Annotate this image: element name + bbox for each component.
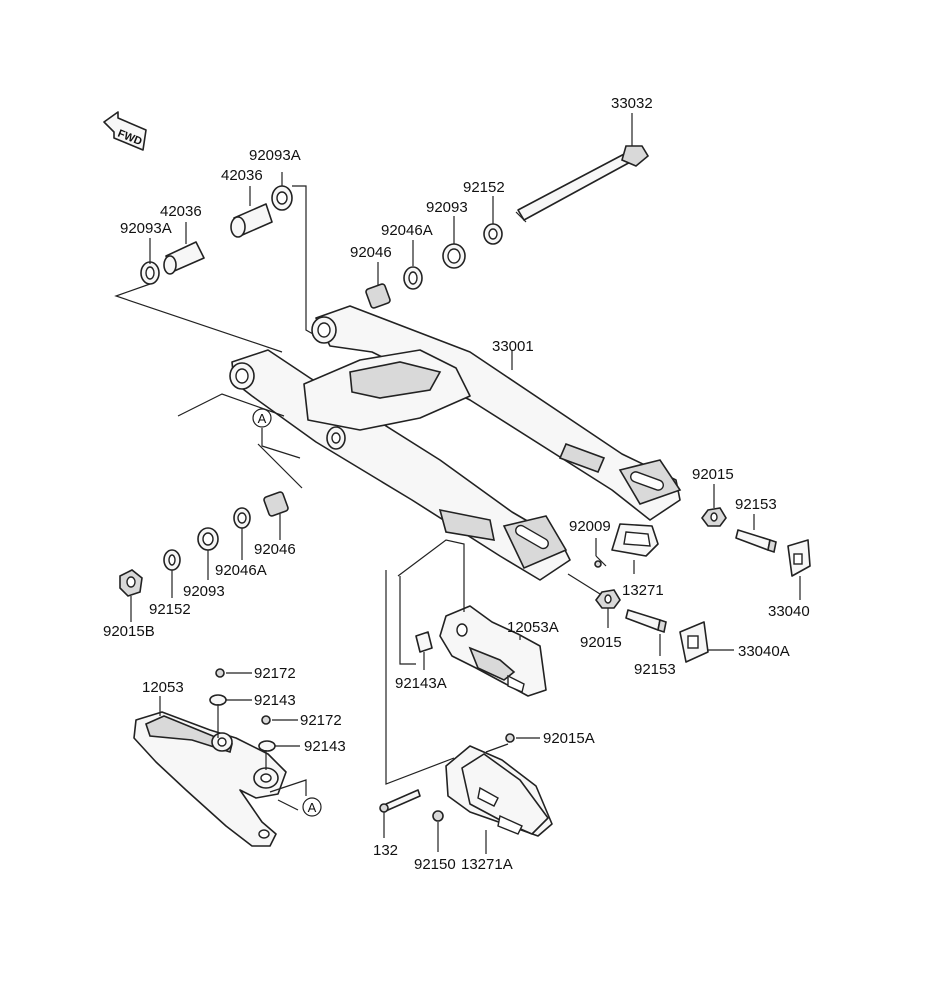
callout-33040: 33040 — [768, 603, 810, 620]
axle-adjusters-right — [701, 484, 811, 600]
callout-132: 132 — [373, 842, 398, 859]
callout-92143-b: 92143 — [304, 738, 346, 755]
callout-92153-mid: 92153 — [634, 661, 676, 678]
callout-92172-a: 92172 — [254, 665, 296, 682]
top-left-bushings — [114, 172, 321, 353]
callout-92046A-top: 92046A — [381, 222, 433, 239]
callout-42036-left: 42036 — [160, 203, 202, 220]
callout-92093A-left: 92093A — [120, 220, 172, 237]
callout-12053: 12053 — [142, 679, 184, 696]
callout-92093A-top: 92093A — [249, 147, 301, 164]
svg-text:A: A — [308, 800, 317, 815]
chain-guide-plate — [594, 523, 659, 574]
callout-92143A: 92143A — [395, 675, 447, 692]
top-bearing-stack — [365, 196, 503, 309]
callout-92153-right: 92153 — [735, 496, 777, 513]
fwd-arrow-icon: FWD — [103, 111, 147, 151]
lower-bearing-stack — [119, 491, 289, 622]
callout-42036-top: 42036 — [221, 167, 263, 184]
callout-92046-top: 92046 — [350, 244, 392, 261]
callout-92093-low: 92093 — [183, 583, 225, 600]
chain-slider-lower — [133, 668, 307, 847]
callout-92046-low: 92046 — [254, 541, 296, 558]
swingarm — [229, 305, 682, 581]
callout-92046A-low: 92046A — [215, 562, 267, 579]
callout-33032: 33032 — [611, 95, 653, 112]
callout-92015-right: 92015 — [692, 466, 734, 483]
svg-text:A: A — [258, 411, 267, 426]
callout-92152-low: 92152 — [149, 601, 191, 618]
callout-92143-a: 92143 — [254, 692, 296, 709]
callout-92015A: 92015A — [543, 730, 595, 747]
callout-92009: 92009 — [569, 518, 611, 535]
pivot-shaft — [515, 113, 650, 223]
callout-33001: 33001 — [492, 338, 534, 355]
callout-92015B: 92015B — [103, 623, 155, 640]
chain-slider-upper — [385, 539, 547, 785]
chain-guide-assembly — [379, 733, 553, 854]
callout-92152-top: 92152 — [463, 179, 505, 196]
callout-92015-mid: 92015 — [580, 634, 622, 651]
callout-92150: 92150 — [414, 856, 456, 873]
callout-13271A: 13271A — [461, 856, 513, 873]
callout-92093-top: 92093 — [426, 199, 468, 216]
ref-a-marker-bottom: A — [302, 797, 322, 817]
axle-adjusters-left — [567, 573, 734, 663]
callout-92172-b: 92172 — [300, 712, 342, 729]
ref-a-marker-top: A — [177, 393, 303, 489]
callout-12053A: 12053A — [507, 619, 559, 636]
callout-33040A: 33040A — [738, 643, 790, 660]
callout-13271: 13271 — [622, 582, 664, 599]
